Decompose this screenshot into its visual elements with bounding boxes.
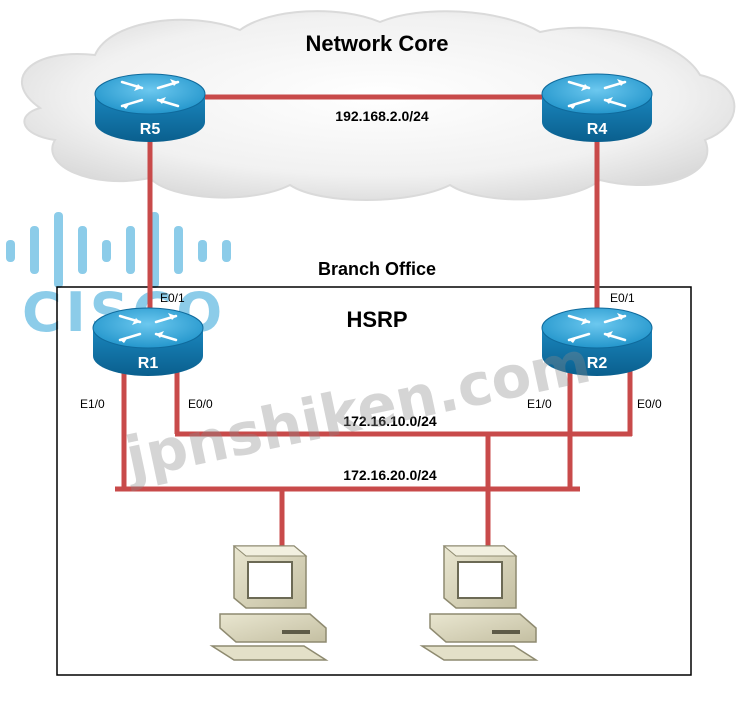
router-r5[interactable]: R5 bbox=[93, 72, 207, 144]
pc-1[interactable] bbox=[211, 545, 327, 661]
router-r5-label: R5 bbox=[140, 121, 161, 138]
r2-port-e10: E1/0 bbox=[527, 397, 552, 411]
router-r4[interactable]: R4 bbox=[540, 72, 654, 144]
links bbox=[115, 94, 633, 548]
router-r1[interactable]: R1 bbox=[91, 306, 205, 378]
network-core-title: Network Core bbox=[305, 31, 448, 56]
computer-icon bbox=[211, 545, 327, 661]
lan-172-16-10-label: 172.16.10.0/24 bbox=[343, 413, 437, 429]
r1-port-e01: E0/1 bbox=[160, 291, 185, 305]
r2-port-e00: E0/0 bbox=[637, 397, 662, 411]
branch-office-label: Branch Office bbox=[318, 259, 436, 279]
r1-port-e10: E1/0 bbox=[80, 397, 105, 411]
r2-port-e01: E0/1 bbox=[610, 291, 635, 305]
router-r2-label: R2 bbox=[587, 355, 608, 372]
branch-office-box bbox=[56, 286, 692, 676]
core-network-label: 192.168.2.0/24 bbox=[335, 108, 429, 124]
r1-port-e00: E0/0 bbox=[188, 397, 213, 411]
computer-icon bbox=[421, 545, 537, 661]
router-r2[interactable]: R2 bbox=[540, 306, 654, 378]
lan-172-16-20-label: 172.16.20.0/24 bbox=[343, 467, 437, 483]
router-r4-label: R4 bbox=[587, 121, 608, 138]
pc-2[interactable] bbox=[421, 545, 537, 661]
network-core-cloud bbox=[20, 10, 736, 201]
router-r1-label: R1 bbox=[138, 355, 159, 372]
hsrp-label: HSRP bbox=[346, 307, 407, 332]
cisco-bars-icon bbox=[6, 212, 231, 288]
